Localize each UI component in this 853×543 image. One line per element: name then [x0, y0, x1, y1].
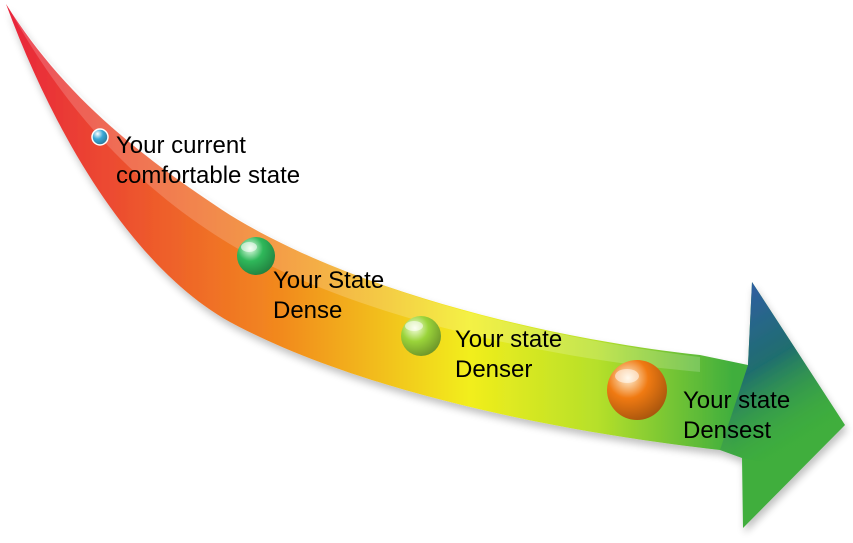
stage-label-current: Your current comfortable state	[116, 131, 300, 191]
stage-label-line: Your state	[683, 387, 791, 414]
stage-label-denser: Your state Denser	[455, 325, 562, 385]
lime-sphere-icon	[401, 316, 441, 356]
stage-label-line: Dense	[273, 297, 343, 324]
arrow-tip-shade	[720, 282, 845, 470]
small-blue-sphere-icon	[91, 128, 109, 146]
stage-label-line: Your current	[116, 132, 246, 159]
stage-label-densest: Your state Densest	[683, 386, 790, 446]
stage-label-line: Densest	[683, 417, 772, 444]
stage-bubble-2	[237, 237, 275, 275]
stage-label-dense: Your State Dense	[273, 266, 384, 326]
stage-label-line: comfortable state	[116, 162, 301, 189]
orange-sphere-icon	[607, 360, 667, 420]
stage-label-line: Your State	[273, 267, 385, 294]
stage-bubble-4	[607, 360, 667, 420]
arrow-body	[6, 4, 845, 528]
arrow-shine	[10, 10, 700, 372]
stage-label-line: Your state	[455, 326, 563, 353]
stage-label-line: Denser	[455, 356, 533, 383]
green-sphere-icon	[237, 237, 275, 275]
stage-bubble-3	[401, 316, 441, 356]
stage-bubble-1	[91, 128, 109, 146]
